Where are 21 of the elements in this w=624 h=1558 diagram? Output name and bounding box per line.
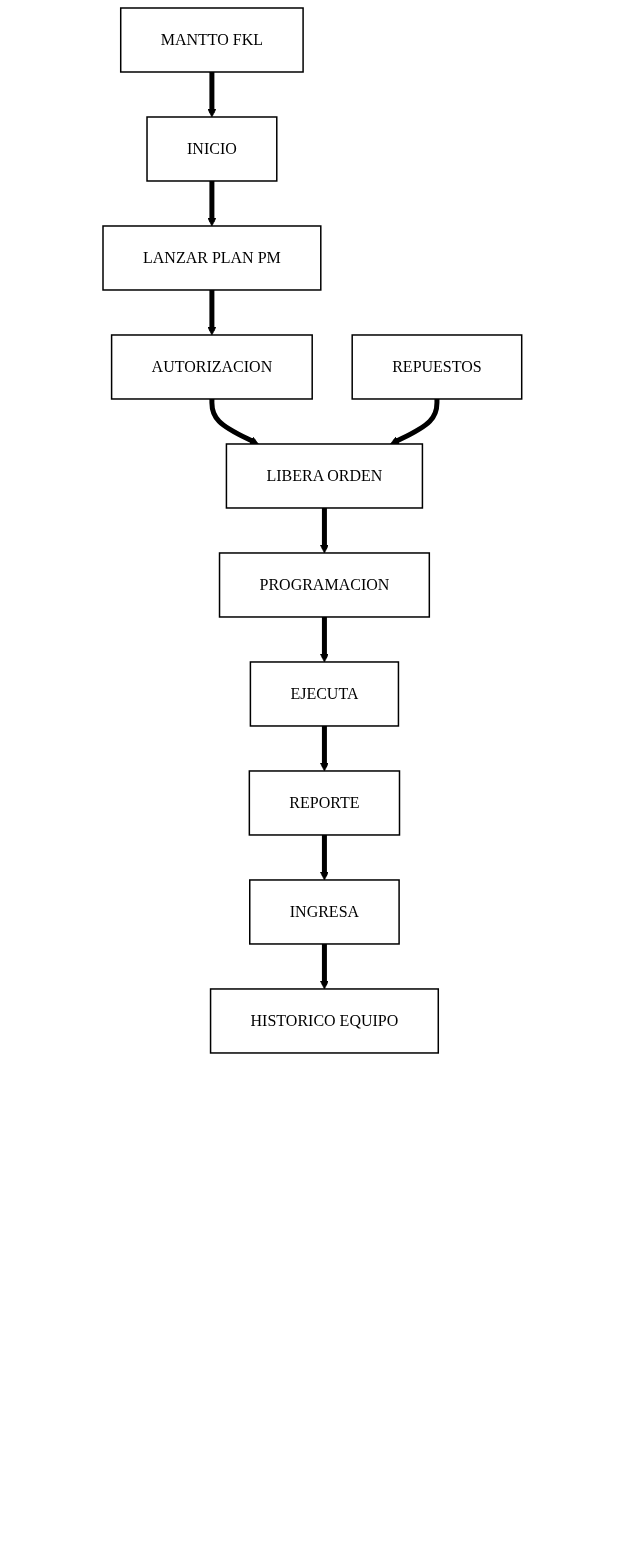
node-box: MANTTO FKL xyxy=(119,7,304,73)
arrow xyxy=(207,290,216,336)
arrow xyxy=(319,726,329,772)
arrow xyxy=(319,943,329,990)
arrow xyxy=(389,399,440,445)
node-box: EJECUTA xyxy=(249,661,399,727)
node-box: LIBERA ORDEN xyxy=(225,443,423,509)
arrow xyxy=(319,617,329,663)
node-box: INICIO xyxy=(145,116,278,182)
arrow xyxy=(207,181,216,227)
node-box: INGRESA xyxy=(248,879,400,945)
arrow xyxy=(207,72,216,118)
node-box: REPORTE xyxy=(248,770,400,836)
node-box: REPUESTOS xyxy=(351,334,523,400)
arrow xyxy=(209,399,259,445)
arrow xyxy=(319,508,329,554)
node-box: HISTORICO EQUIPO xyxy=(209,988,439,1054)
arrow xyxy=(319,835,329,881)
node-box: LANZAR PLAN PM xyxy=(101,225,322,291)
node-box: AUTORIZACION xyxy=(110,334,313,400)
node-box: PROGRAMACION xyxy=(218,552,430,618)
